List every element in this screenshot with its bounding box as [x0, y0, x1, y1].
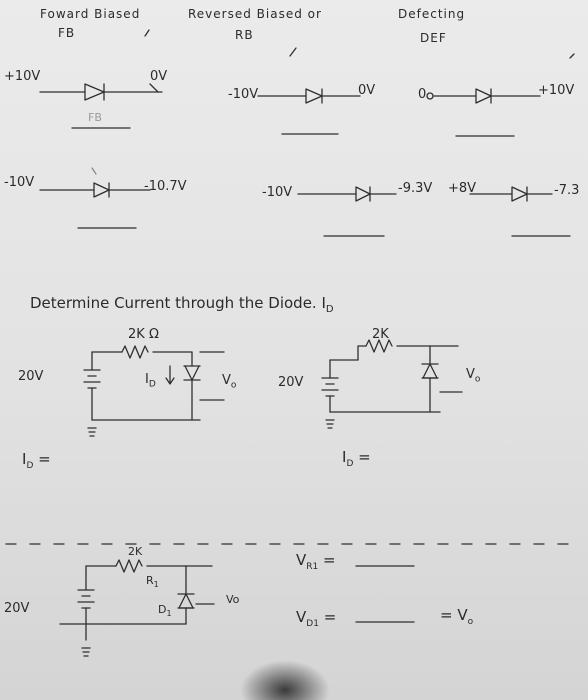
header-rb: RB: [235, 28, 254, 42]
stray-mark: [144, 29, 150, 37]
header-reverse-biased: Reversed Biased or: [188, 7, 322, 21]
row1-rb-diode: [257, 88, 361, 104]
row1-fb-diode: [39, 83, 163, 101]
row1-def-right: +10V: [538, 83, 575, 98]
row2-def-right: -7.3: [554, 183, 580, 198]
row1-fb-left: +10V: [4, 69, 41, 84]
p2-resistor-label: 2K: [128, 545, 143, 558]
row2-rb-diode: [297, 186, 397, 202]
p1-right-circuit: [321, 339, 463, 429]
p1-left-resistor-label: 2K Ω: [128, 327, 159, 342]
row1-fb-right: 0V: [150, 69, 168, 84]
p1-right-result: ID =: [342, 448, 371, 469]
p1-right-source-label: 20V: [278, 375, 304, 390]
p2-resistor-name: R1: [146, 574, 159, 590]
header-fb: FB: [58, 26, 76, 40]
row2-def-diode: [469, 186, 553, 202]
p2-diode-label: D1: [158, 603, 172, 619]
row2-fb-diode: [39, 167, 151, 198]
p1-left-result: ID =: [22, 450, 51, 471]
header-defective: Defecting: [398, 7, 466, 21]
p2-vd-label: VD1 =: [296, 608, 337, 629]
stray-mark: [289, 47, 297, 57]
p1-right-resistor-label: 2K: [372, 327, 389, 342]
p2-vr-label: VR1 =: [296, 551, 336, 572]
row1-rb-right: 0V: [358, 83, 376, 98]
stray-mark: [569, 53, 575, 59]
p2-circuit: [59, 559, 215, 657]
hand-shadow: [240, 660, 330, 700]
problem1-heading: Determine Current through the Diode. ID: [30, 294, 334, 315]
p2-equals-vo: = Vo: [440, 606, 474, 627]
row2-rb-right: -9.3V: [398, 181, 433, 196]
row2-fb-left: -10V: [4, 175, 35, 190]
row1-def-left: 0: [418, 87, 427, 102]
header-def: DEF: [420, 31, 447, 45]
row2-fb-right: -10.7V: [144, 179, 187, 194]
p2-source-label: 20V: [4, 601, 30, 616]
header-forward-biased: Foward Biased: [40, 7, 141, 21]
p1-right-vout-label: Vo: [466, 367, 481, 385]
p1-left-vout-label: Vo: [222, 373, 237, 391]
row1-def-diode: [426, 88, 541, 104]
row1-fb-answer: FB: [88, 111, 102, 124]
row1-rb-left: -10V: [228, 87, 259, 102]
row2-def-left: +8V: [448, 181, 477, 196]
p1-left-source-label: 20V: [18, 369, 44, 384]
p1-left-current-label: ID: [145, 372, 156, 390]
p2-vout-label: Vo: [226, 593, 240, 606]
p1-left-circuit: [83, 345, 225, 437]
row2-rb-left: -10V: [262, 185, 293, 200]
